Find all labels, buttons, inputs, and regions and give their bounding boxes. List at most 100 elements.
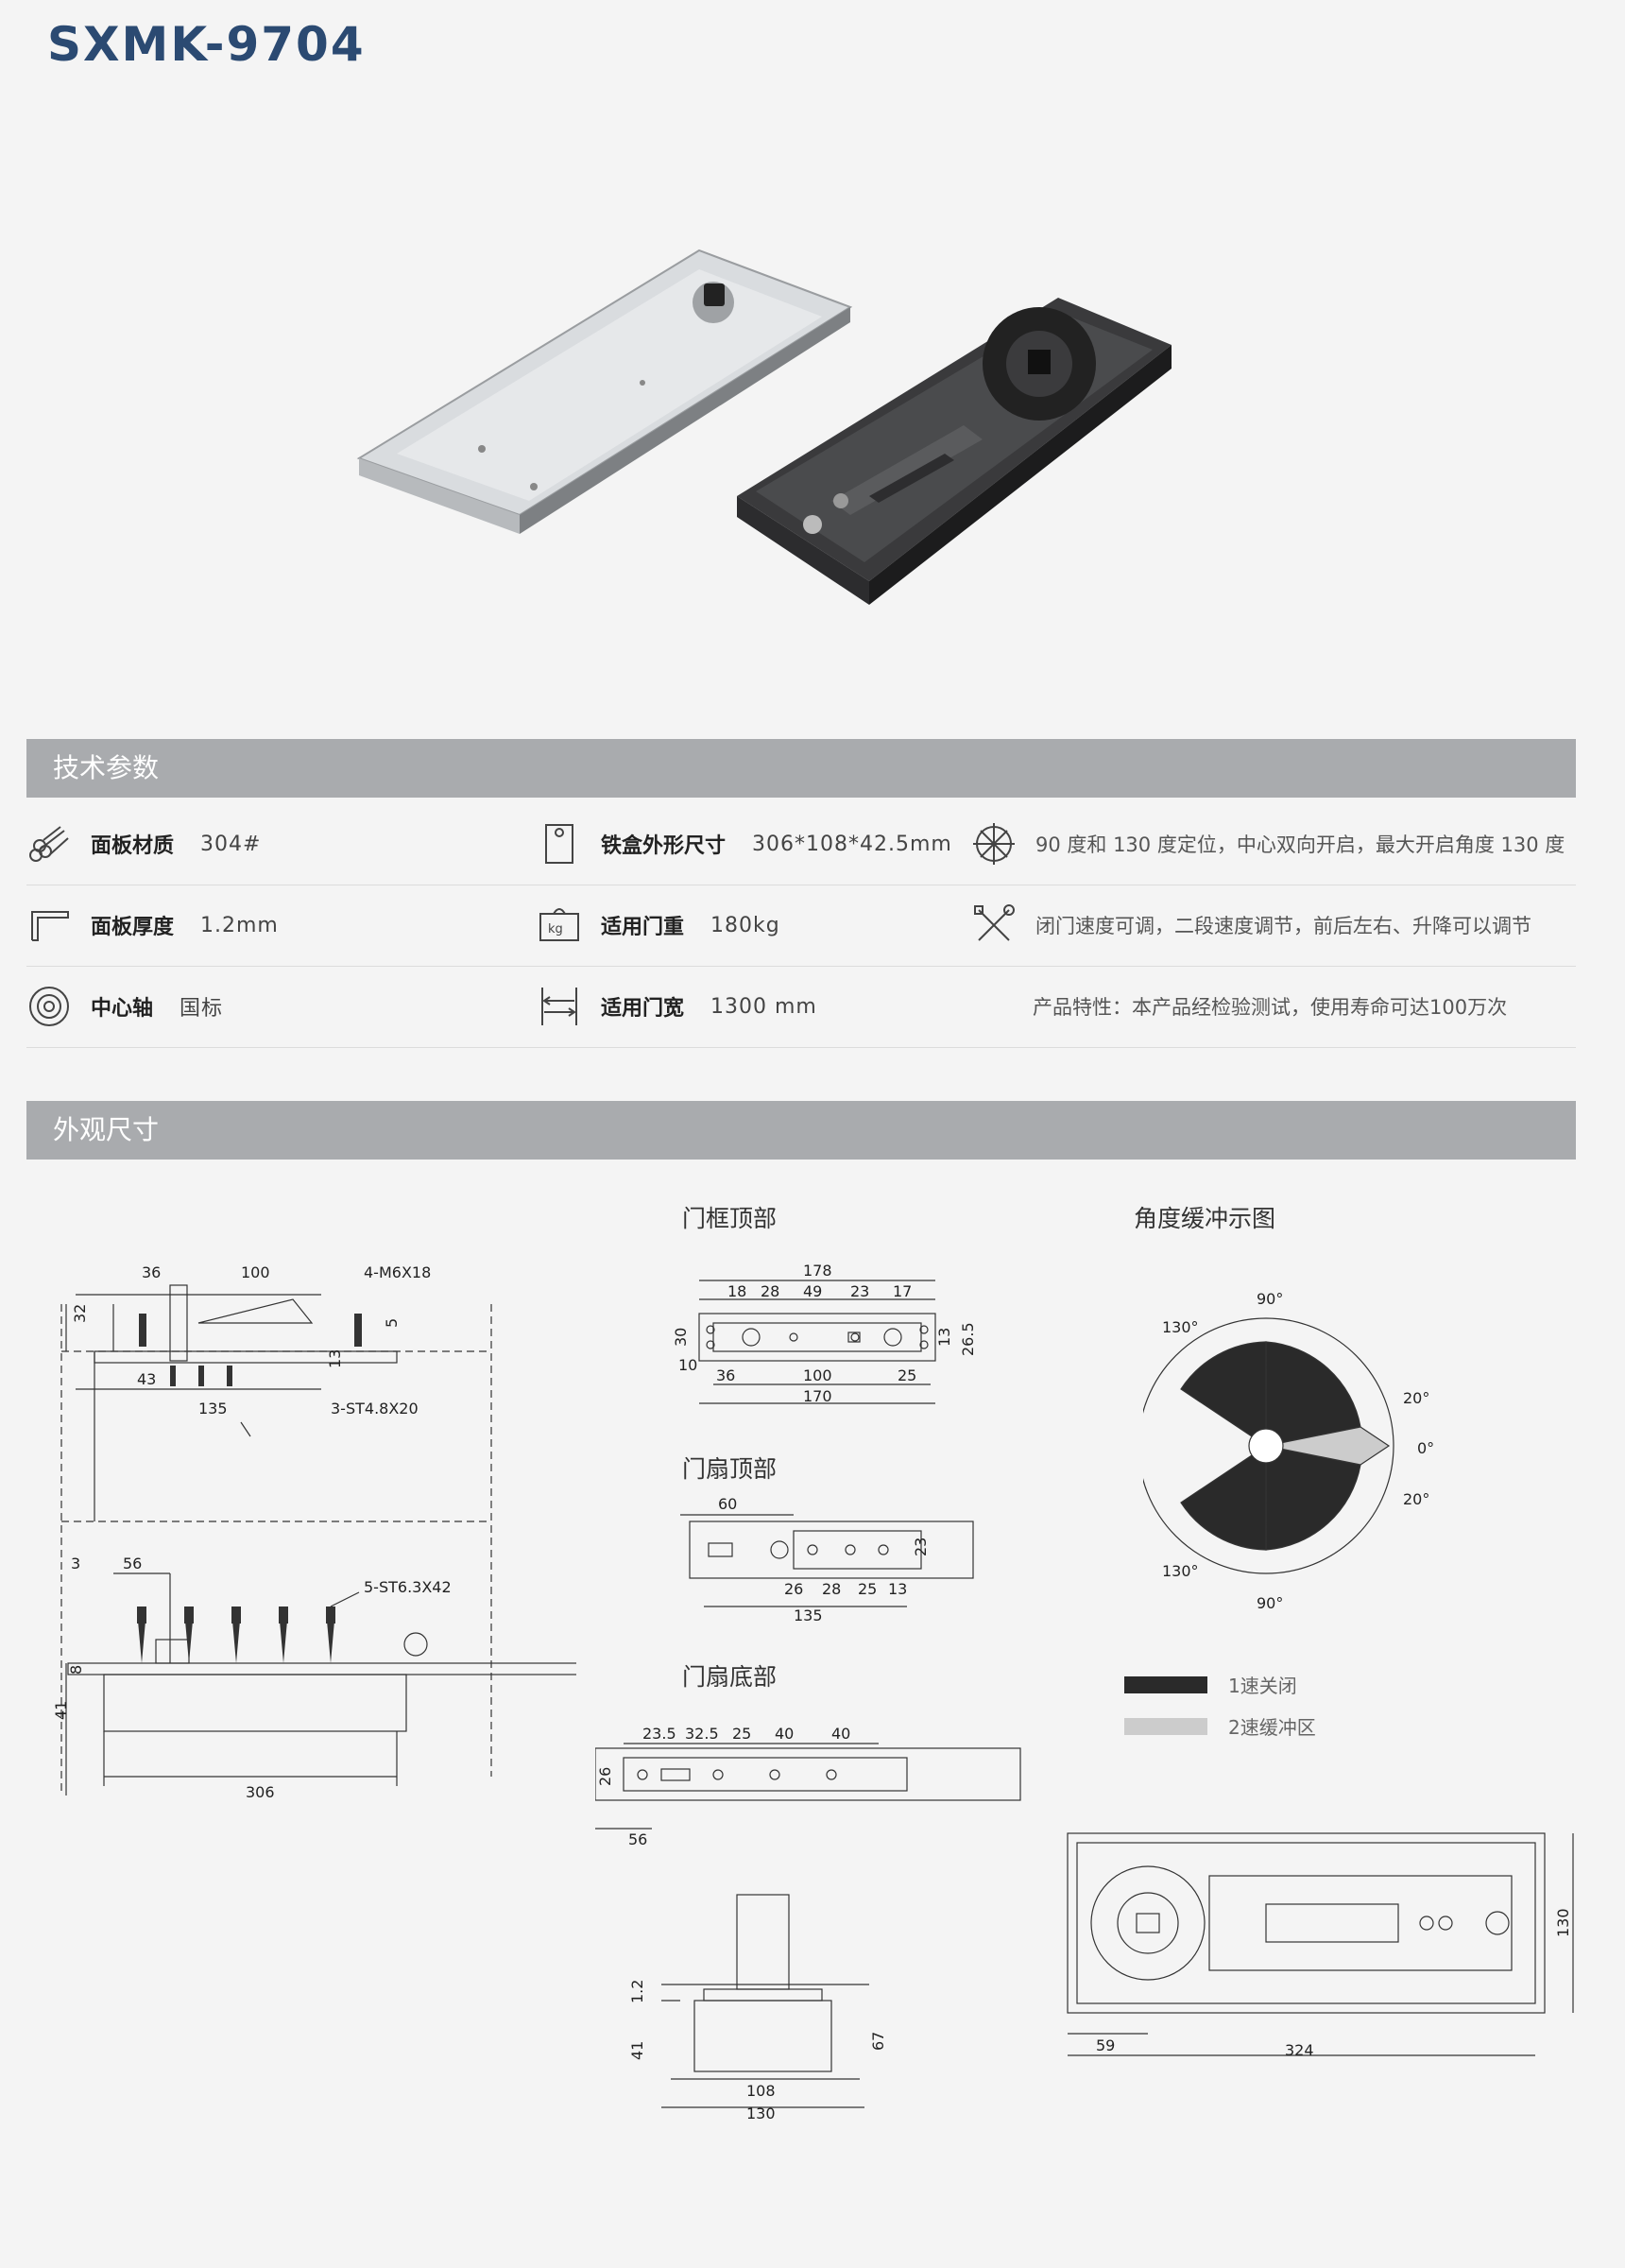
spec-row-3: 中心轴 国标 适用门宽 1300 mm 产品特性：本产品经检验测试，使用寿命可达… bbox=[26, 966, 1576, 1048]
angle-130-top: 130° bbox=[1162, 1318, 1199, 1336]
dim-front-130: 130 bbox=[746, 2105, 776, 2122]
angle-buffer-diagram: 90° 130° 20° 0° 20° 130° 90° bbox=[1143, 1290, 1434, 1612]
label-angle-diagram: 角度缓冲示图 bbox=[1134, 1205, 1276, 1232]
spec-label-door-width: 适用门宽 bbox=[601, 997, 685, 1021]
rods-icon bbox=[26, 821, 72, 867]
spec-positioning-text: 90 度和 130 度定位，中心双向开启，最大开启角度 130 度 bbox=[1035, 833, 1565, 856]
legend-fast-close: 1速关闭 bbox=[1124, 1671, 1297, 1698]
box-icon bbox=[537, 821, 582, 867]
spec-value-center-axis: 国标 bbox=[180, 997, 224, 1021]
dim-frame-23: 23 bbox=[850, 1282, 869, 1300]
angle-20-bottom: 20° bbox=[1403, 1490, 1429, 1508]
dim-leaftop-26: 26 bbox=[784, 1580, 803, 1598]
plan-view-drawing: 59 324 130 bbox=[1067, 1832, 1574, 2059]
dim-frame-10: 10 bbox=[678, 1356, 697, 1374]
product-title: SXMK-9704 bbox=[47, 17, 366, 72]
angle-90-bottom: 90° bbox=[1257, 1594, 1283, 1612]
concentric-circles-icon bbox=[26, 984, 72, 1029]
tools-icon bbox=[971, 902, 1017, 948]
dim-leafbottom-25: 25 bbox=[732, 1725, 751, 1743]
weight-kg-icon: kg bbox=[537, 902, 582, 948]
dim-frame-36: 36 bbox=[716, 1366, 735, 1384]
legend-buffer: 2速缓冲区 bbox=[1124, 1712, 1316, 1740]
dim-frame-100: 100 bbox=[803, 1366, 832, 1384]
side-elevation-drawing: 36 100 4-M6X18 32 5 13 43 135 3-ST4.8X20… bbox=[52, 1263, 576, 1801]
angle-130-bottom: 130° bbox=[1162, 1562, 1199, 1580]
dim-frame-25: 25 bbox=[898, 1366, 916, 1384]
dim-side-8: 8 bbox=[67, 1665, 85, 1675]
dim-side-100: 100 bbox=[241, 1263, 270, 1281]
dim-side-screw-st63: 5-ST6.3X42 bbox=[364, 1578, 452, 1596]
dim-leafbottom-56: 56 bbox=[628, 1830, 647, 1848]
dim-frame-178: 178 bbox=[803, 1262, 832, 1280]
angle-0: 0° bbox=[1417, 1439, 1434, 1457]
spec-value-panel-material: 304# bbox=[200, 832, 262, 856]
leaf-bottom-drawing: 23.5 32.5 25 40 40 26 56 bbox=[595, 1725, 1021, 1848]
legend-swatch-dark bbox=[1124, 1675, 1207, 1693]
dim-leafbottom-23-5: 23.5 bbox=[642, 1725, 676, 1743]
dim-side-43: 43 bbox=[137, 1370, 156, 1388]
label-frame-top: 门框顶部 bbox=[682, 1205, 778, 1232]
dim-side-41: 41 bbox=[52, 1701, 70, 1720]
dim-side-56: 56 bbox=[123, 1555, 142, 1572]
dim-leafbottom-26: 26 bbox=[596, 1767, 614, 1786]
dim-plan-59: 59 bbox=[1096, 2036, 1115, 2054]
dim-side-13: 13 bbox=[326, 1349, 344, 1368]
dim-front-1-2: 1.2 bbox=[628, 1980, 646, 2003]
dim-side-36: 36 bbox=[142, 1263, 161, 1281]
dim-front-108: 108 bbox=[746, 2082, 776, 2100]
dim-side-3: 3 bbox=[71, 1555, 80, 1572]
spec-feature-text: 产品特性：本产品经检验测试，使用寿命可达100万次 bbox=[1033, 996, 1508, 1019]
spec-value-door-width: 1300 mm bbox=[710, 994, 817, 1019]
dim-leaftop-13: 13 bbox=[888, 1580, 907, 1598]
section-dims-header: 外观尺寸 bbox=[26, 1101, 1576, 1160]
front-view-drawing: 1.2 41 67 108 130 bbox=[628, 1894, 887, 2122]
dim-plan-130: 130 bbox=[1554, 1908, 1572, 1937]
dim-leaftop-28: 28 bbox=[822, 1580, 841, 1598]
width-arrows-icon bbox=[537, 984, 582, 1029]
leaf-top-drawing: 60 23 26 28 25 13 135 bbox=[680, 1495, 974, 1624]
spec-label-box-size: 铁盒外形尺寸 bbox=[601, 834, 727, 858]
dim-frame-28: 28 bbox=[761, 1282, 779, 1300]
angle-90-top: 90° bbox=[1257, 1290, 1283, 1308]
label-leaf-bottom: 门扇底部 bbox=[682, 1663, 778, 1691]
spec-label-panel-material: 面板材质 bbox=[91, 834, 175, 858]
dim-leafbottom-32-5: 32.5 bbox=[685, 1725, 719, 1743]
spec-row-1: 面板材质 304# 铁盒外形尺寸 306*108*42.5mm 90 度和 13… bbox=[26, 803, 1576, 885]
dim-side-5: 5 bbox=[383, 1318, 401, 1328]
dim-side-screw-st48: 3-ST4.8X20 bbox=[331, 1400, 419, 1418]
angle-20-top: 20° bbox=[1403, 1389, 1429, 1407]
dim-leafbottom-40b: 40 bbox=[831, 1725, 850, 1743]
spec-label-door-weight: 适用门重 bbox=[601, 916, 685, 939]
spec-label-center-axis: 中心轴 bbox=[91, 997, 154, 1021]
dim-side-screw-top: 4-M6X18 bbox=[364, 1263, 431, 1281]
spec-value-box-size: 306*108*42.5mm bbox=[752, 832, 952, 856]
spec-label-panel-thickness: 面板厚度 bbox=[91, 916, 175, 939]
label-leaf-top: 门扇顶部 bbox=[682, 1455, 778, 1483]
svg-text:kg: kg bbox=[548, 922, 563, 936]
legend-buffer-label: 2速缓冲区 bbox=[1228, 1716, 1316, 1739]
compass-icon bbox=[971, 821, 1017, 867]
dim-frame-17: 17 bbox=[893, 1282, 912, 1300]
dim-frame-30: 30 bbox=[672, 1328, 690, 1347]
spec-value-panel-thickness: 1.2mm bbox=[200, 913, 279, 937]
dim-plan-324: 324 bbox=[1285, 2041, 1314, 2059]
dim-leaftop-25: 25 bbox=[858, 1580, 877, 1598]
spec-adjust-text: 闭门速度可调，二段速度调节，前后左右、升降可以调节 bbox=[1035, 915, 1531, 937]
dim-leaftop-60: 60 bbox=[718, 1495, 737, 1513]
dim-side-32: 32 bbox=[71, 1304, 89, 1323]
product-photo bbox=[356, 249, 1172, 605]
dim-frame-26-5: 26.5 bbox=[959, 1322, 977, 1356]
dim-frame-49: 49 bbox=[803, 1282, 822, 1300]
dim-leafbottom-40a: 40 bbox=[775, 1725, 794, 1743]
dim-leaftop-135: 135 bbox=[794, 1606, 823, 1624]
spec-row-2: 面板厚度 1.2mm kg 适用门重 180kg 闭门速度可调，二段速度调节，前… bbox=[26, 885, 1576, 967]
angle-profile-icon bbox=[26, 902, 72, 948]
dim-frame-13: 13 bbox=[935, 1328, 953, 1347]
dim-side-135: 135 bbox=[198, 1400, 228, 1418]
dim-frame-170: 170 bbox=[803, 1387, 832, 1405]
legend-fast-close-label: 1速关闭 bbox=[1228, 1675, 1297, 1697]
spec-value-door-weight: 180kg bbox=[710, 913, 780, 937]
dim-side-306: 306 bbox=[246, 1783, 275, 1801]
dim-frame-18: 18 bbox=[727, 1282, 746, 1300]
